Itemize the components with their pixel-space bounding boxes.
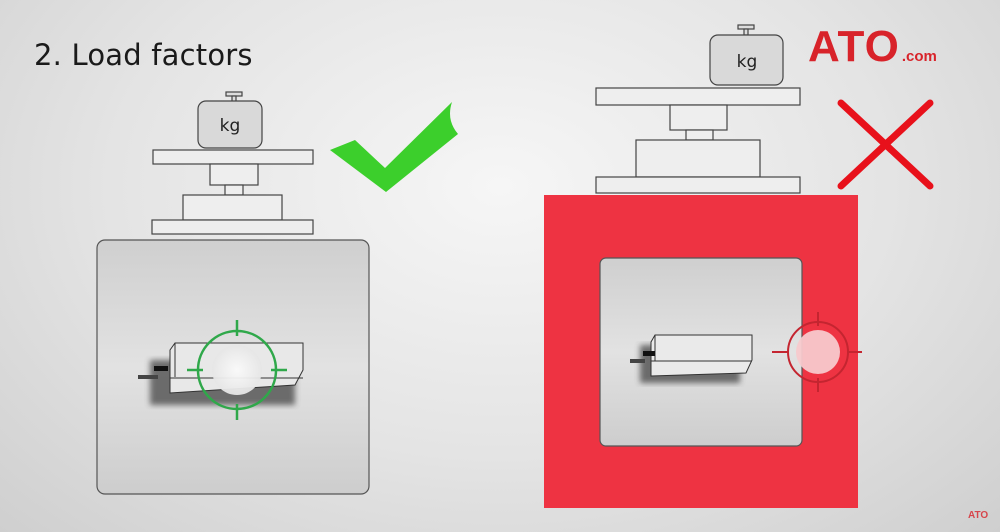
logo-domain: .com (901, 48, 937, 65)
logo-brand: ATO (808, 22, 900, 71)
ato-logo: ATO.com (808, 22, 937, 72)
weight-left (197, 100, 263, 149)
load-point-target-red (772, 312, 862, 392)
page-title: 2. Load factors (34, 38, 253, 72)
load-cell-right (630, 334, 753, 383)
checkmark-icon (330, 102, 458, 192)
weight-right-label: kg (737, 52, 758, 72)
weight-right (709, 34, 784, 86)
load-point-target-green (187, 320, 287, 420)
right-scale-stack (595, 24, 801, 194)
left-scale-stack (151, 91, 314, 235)
weight-left-label: kg (220, 116, 241, 136)
x-icon (837, 99, 934, 190)
watermark: ATO (968, 510, 989, 521)
